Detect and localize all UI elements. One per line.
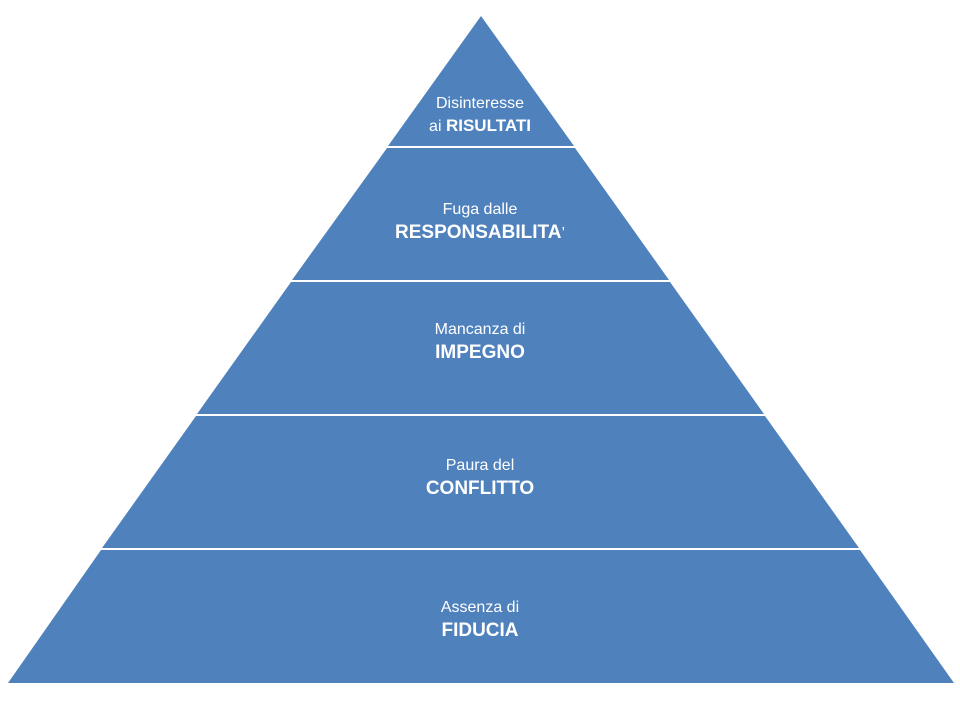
- pyramid-tier-risultati: [388, 16, 574, 146]
- tier-fiducia-keyword: FIDUCIA: [441, 619, 519, 641]
- tier-label-responsabilita: Fuga dalle RESPONSABILITA’: [0, 200, 960, 245]
- pyramid-tier-responsabilita: [292, 148, 669, 280]
- tier-conflitto-line1: Paura del: [445, 457, 515, 474]
- tier-responsabilita-suffix: ’: [561, 224, 565, 242]
- tier-fiducia-line1: Assenza di: [440, 599, 520, 616]
- pyramid-tier-impegno: [197, 282, 764, 414]
- tier-label-impegno: Mancanza di IMPEGNO: [0, 320, 960, 365]
- tier-impegno-line1: Mancanza di: [434, 321, 526, 338]
- tier-risultati-line2: ai RISULTATI: [0, 115, 960, 138]
- pyramid-tier-conflitto: [102, 416, 859, 548]
- pyramid-tier-fiducia: [8, 550, 954, 683]
- tier-responsabilita-keyword: RESPONSABILITA: [395, 221, 562, 243]
- tier-conflitto-keyword: CONFLITTO: [425, 477, 535, 499]
- tier-risultati-keyword: RISULTATI: [445, 115, 531, 135]
- tier-label-fiducia: Assenza di FIDUCIA: [0, 598, 960, 643]
- tier-impegno-keyword: IMPEGNO: [435, 341, 525, 363]
- tier-responsabilita-line1: Fuga dalle: [442, 201, 518, 218]
- tier-label-conflitto: Paura del CONFLITTO: [0, 456, 960, 501]
- tier-risultati-line1: Disinteresse: [435, 95, 525, 112]
- tier-label-risultati: Disinteresse ai RISULTATI: [0, 94, 960, 138]
- tier-responsabilita-line2: RESPONSABILITA’: [0, 221, 960, 246]
- tier-risultati-prefix: ai: [429, 117, 446, 135]
